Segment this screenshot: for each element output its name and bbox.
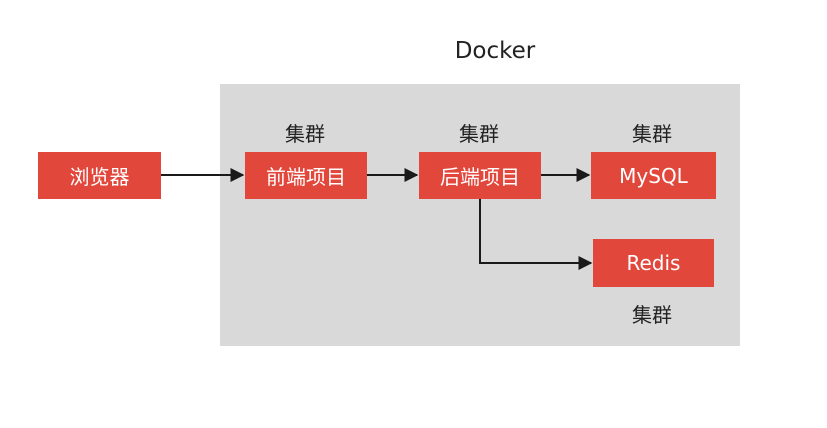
edge-backend-redis [479, 199, 593, 270]
node-redis: Redis [593, 239, 714, 287]
docker-title: Docker [454, 38, 536, 64]
cluster-label-mysql: 集群 [632, 122, 672, 146]
node-browser: 浏览器 [38, 152, 161, 199]
node-frontend: 前端项目 [245, 152, 367, 199]
node-mysql: MySQL [591, 152, 716, 199]
node-backend: 后端项目 [419, 152, 541, 199]
cluster-label-redis: 集群 [632, 303, 672, 327]
cluster-label-backend: 集群 [459, 122, 499, 146]
cluster-label-frontend: 集群 [285, 122, 325, 146]
